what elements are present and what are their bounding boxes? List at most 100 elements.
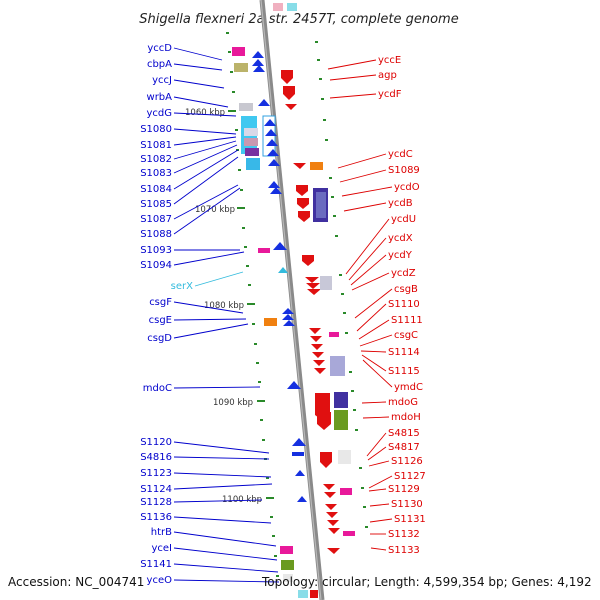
leader-line (173, 184, 239, 220)
leader-line (329, 93, 377, 99)
plus-strand-features (232, 47, 307, 582)
gene-label: csgD (147, 333, 172, 344)
gene-label: S1081 (140, 140, 172, 151)
leader-line (361, 354, 387, 372)
gene-label: ycdZ (391, 268, 416, 279)
gene-label: htrB (151, 527, 172, 538)
leader-line (369, 503, 390, 507)
leader-line (173, 156, 239, 205)
leader-line (173, 79, 225, 89)
gene-label: S1084 (140, 184, 172, 195)
map-title: Shigella flexneri 2a str. 2457T, complet… (139, 12, 458, 27)
kbp-label: 1070 kbp (195, 205, 235, 215)
gene-label: S4817 (388, 442, 420, 453)
leader-line (339, 169, 387, 183)
gene-label: S1094 (140, 260, 172, 271)
leader-line (173, 128, 237, 135)
kbp-label: 1100 kbp (222, 495, 262, 505)
leader-line (173, 63, 223, 71)
gene-label: S1089 (388, 165, 420, 176)
leader-line (343, 202, 387, 212)
leader-line (341, 186, 393, 197)
leader-line (173, 456, 270, 460)
gene-label: ycdX (388, 233, 413, 244)
leader-line (350, 254, 387, 286)
leader-line (194, 271, 244, 287)
gene-label: S1082 (140, 154, 172, 165)
leader-line (354, 288, 393, 319)
leader-line (337, 153, 387, 169)
gene-label: S1127 (394, 471, 426, 482)
gene-label: serX (171, 281, 193, 292)
gene-label: S1131 (394, 514, 426, 525)
leader-line (368, 460, 390, 467)
gene-label: cbpA (147, 59, 172, 70)
leader-line (345, 218, 390, 275)
leader-line (173, 136, 237, 146)
leader-line (173, 318, 247, 321)
leader-line (358, 319, 390, 340)
gene-label: mdoG (388, 397, 418, 408)
gene-label: S1087 (140, 214, 172, 225)
gene-label: yccE (378, 55, 401, 66)
leader-line (173, 386, 261, 389)
kbp-label: 1060 kbp (185, 108, 225, 118)
leader-line (173, 144, 238, 174)
leader-line (173, 149, 239, 190)
gene-label: S1110 (388, 299, 420, 310)
leader-line (173, 301, 244, 314)
kbp-label: 1080 kbp (204, 301, 244, 311)
gene-label: ycdO (394, 182, 420, 193)
leader-line (348, 237, 387, 281)
leader-line (368, 475, 393, 489)
gene-label: csgB (394, 284, 418, 295)
leader-line (360, 350, 387, 353)
gene-label: S1133 (388, 545, 420, 556)
gene-label: S1132 (388, 529, 420, 540)
leader-line (366, 432, 387, 457)
gene-label: S1085 (140, 199, 172, 210)
gene-label: yceO (147, 575, 173, 586)
accession-text: Accession: NC_004741 (8, 575, 144, 589)
leader-line (362, 416, 390, 419)
leader-line (173, 96, 229, 108)
topology-text: Topology: circular; Length: 4,599,354 bp… (261, 575, 592, 589)
gene-label: ycdG (146, 108, 172, 119)
gene-label: S1129 (388, 484, 420, 495)
gene-label: wrbA (147, 92, 173, 103)
gene-label: S4815 (388, 428, 420, 439)
leader-line (327, 59, 377, 70)
gene-label: S1136 (140, 512, 172, 523)
gene-label: S1115 (388, 366, 420, 377)
leader-line (351, 272, 390, 291)
leader-line (173, 140, 237, 160)
leader-line (173, 187, 241, 235)
gene-label: ycdY (388, 250, 413, 261)
gene-label: ycdU (391, 214, 416, 225)
leader-line (361, 401, 387, 404)
leader-line (367, 446, 387, 461)
gene-label: S1141 (140, 559, 172, 570)
gene-label: S1130 (391, 499, 423, 510)
leader-line (369, 518, 393, 523)
leader-line (359, 334, 393, 347)
gene-label: S1083 (140, 168, 172, 179)
gene-label: mdoC (143, 383, 172, 394)
leader-line (173, 47, 223, 61)
leader-line (368, 488, 387, 492)
gene-label: S1111 (391, 315, 423, 326)
leader-line (173, 531, 277, 547)
gene-label: agp (378, 70, 397, 81)
gene-label: ymdC (394, 382, 423, 393)
gene-label: ycdF (378, 89, 402, 100)
leader-line (173, 441, 270, 454)
gene-label: csgC (394, 330, 418, 341)
leader-line (173, 251, 245, 266)
gene-label: ycdB (388, 198, 413, 209)
kbp-label: 1090 kbp (213, 398, 253, 408)
gene-label: S1120 (140, 437, 172, 448)
leader-line (173, 323, 249, 339)
leader-line (173, 547, 278, 561)
leader-line (173, 499, 263, 503)
